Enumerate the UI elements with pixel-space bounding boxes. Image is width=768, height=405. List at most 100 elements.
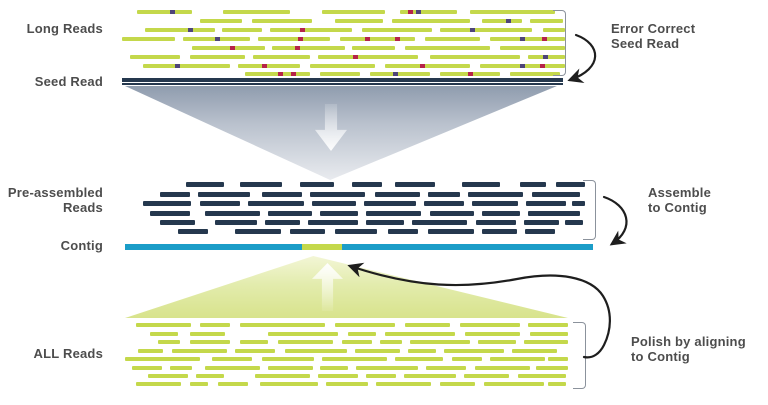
read-bar bbox=[500, 46, 565, 50]
read-bar bbox=[205, 366, 260, 370]
read-bar bbox=[480, 64, 565, 68]
read-bar bbox=[335, 229, 377, 234]
contig-line bbox=[125, 244, 593, 250]
read-bar bbox=[430, 211, 474, 216]
seed-read-line bbox=[122, 78, 563, 85]
read-bar bbox=[548, 382, 566, 386]
read-bar bbox=[148, 374, 188, 378]
read-bar bbox=[125, 357, 200, 361]
read-bar bbox=[268, 332, 338, 336]
read-bar bbox=[410, 340, 470, 344]
read-bar bbox=[136, 382, 181, 386]
read-bar bbox=[252, 19, 312, 23]
polish-annotation: Polish by aligning to Contig bbox=[631, 334, 746, 364]
contig-label: Contig bbox=[60, 238, 103, 253]
read-bar bbox=[370, 72, 430, 76]
read-bar bbox=[424, 201, 464, 206]
read-bar bbox=[318, 55, 418, 59]
read-bar bbox=[270, 28, 352, 32]
read-bar bbox=[530, 19, 563, 23]
error-mark bbox=[278, 72, 283, 76]
read-bar bbox=[268, 211, 312, 216]
error-mark bbox=[300, 28, 305, 32]
pre-assembled-label-line2: Reads bbox=[62, 200, 103, 215]
error-correct-arrow bbox=[567, 33, 597, 84]
read-bar bbox=[512, 349, 557, 353]
read-bar bbox=[482, 211, 520, 216]
read-bar bbox=[525, 229, 555, 234]
read-bar bbox=[366, 374, 396, 378]
read-bar bbox=[472, 201, 518, 206]
read-bar bbox=[510, 72, 560, 76]
read-bar bbox=[400, 10, 457, 14]
read-bar bbox=[388, 229, 418, 234]
read-bar bbox=[253, 55, 310, 59]
read-bar bbox=[300, 182, 334, 187]
error-mark bbox=[420, 64, 425, 68]
read-bar bbox=[138, 349, 163, 353]
read-bar bbox=[320, 72, 360, 76]
read-bar bbox=[335, 323, 395, 327]
read-bar bbox=[248, 201, 304, 206]
error-mark bbox=[393, 72, 398, 76]
read-bar bbox=[310, 64, 375, 68]
read-bar bbox=[322, 10, 385, 14]
read-bar bbox=[405, 46, 490, 50]
read-bar bbox=[404, 374, 456, 378]
read-bar bbox=[468, 192, 523, 197]
read-bar bbox=[178, 229, 208, 234]
read-bar bbox=[312, 201, 356, 206]
read-bar bbox=[428, 229, 474, 234]
read-bar bbox=[235, 229, 281, 234]
read-bar bbox=[556, 182, 585, 187]
read-bar bbox=[212, 357, 252, 361]
read-bar bbox=[222, 28, 262, 32]
read-bar bbox=[192, 46, 265, 50]
read-bar bbox=[528, 323, 568, 327]
assemble-arrow bbox=[602, 195, 628, 246]
read-bar bbox=[240, 340, 268, 344]
read-bar bbox=[272, 46, 345, 50]
read-bar bbox=[322, 357, 387, 361]
read-bar bbox=[440, 72, 500, 76]
read-bar bbox=[395, 357, 443, 361]
read-bar bbox=[190, 382, 208, 386]
read-bar bbox=[490, 37, 565, 41]
read-bar bbox=[318, 374, 358, 378]
error-mark bbox=[291, 72, 296, 76]
read-bar bbox=[158, 340, 180, 344]
read-bar bbox=[278, 340, 333, 344]
read-bar bbox=[137, 10, 192, 14]
error-mark bbox=[175, 64, 180, 68]
read-bar bbox=[238, 64, 300, 68]
read-bar bbox=[355, 349, 400, 353]
read-bar bbox=[464, 374, 509, 378]
read-bar bbox=[198, 192, 250, 197]
polish-line1: Polish by aligning bbox=[631, 334, 746, 349]
read-bar bbox=[190, 332, 225, 336]
read-bar bbox=[548, 357, 568, 361]
read-bar bbox=[518, 374, 566, 378]
error-mark bbox=[353, 55, 358, 59]
long-reads-label: Long Reads bbox=[26, 21, 103, 36]
read-bar bbox=[258, 37, 330, 41]
error-mark bbox=[408, 10, 413, 14]
pre-assembled-bracket bbox=[583, 180, 596, 240]
read-bar bbox=[565, 220, 583, 225]
read-bar bbox=[526, 201, 566, 206]
read-bar bbox=[320, 211, 358, 216]
read-bar bbox=[405, 323, 450, 327]
assemble-line1: Assemble bbox=[648, 185, 712, 200]
read-bar bbox=[426, 366, 466, 370]
read-bar bbox=[440, 28, 532, 32]
error-mark bbox=[295, 46, 300, 50]
read-bar bbox=[160, 220, 195, 225]
seed-read-label: Seed Read bbox=[34, 74, 103, 89]
read-bar bbox=[352, 46, 395, 50]
error-mark bbox=[298, 37, 303, 41]
read-bar bbox=[190, 55, 245, 59]
assemble-annotation: Assemble to Contig bbox=[648, 185, 711, 215]
error-mark bbox=[520, 37, 525, 41]
read-bar bbox=[395, 182, 435, 187]
read-bar bbox=[543, 28, 565, 32]
